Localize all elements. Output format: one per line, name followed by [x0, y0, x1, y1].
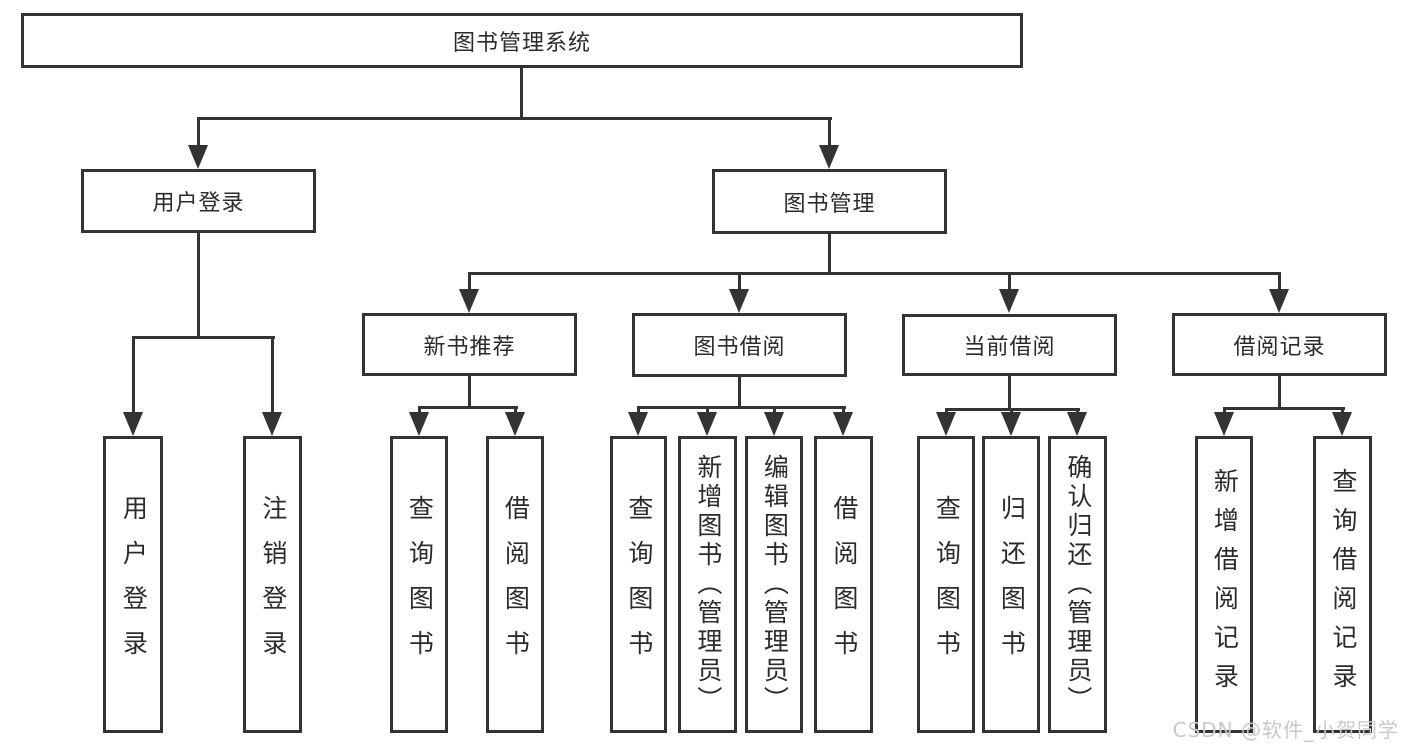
node-book-management: 图书管理 [712, 169, 947, 234]
arrow-down-icon [729, 289, 749, 313]
connector-current-borrow-drop-2 [1010, 408, 1013, 414]
leaf-add-book-admin-label: 新增图书（管理员） [693, 454, 723, 715]
leaf-user-login: 用户登录 [103, 436, 163, 733]
connector-new-book-recommend-stem [468, 376, 471, 406]
leaf-edit-book-admin: 编辑图书（管理员） [745, 436, 803, 733]
node-current-borrow: 当前借阅 [902, 314, 1117, 376]
node-current-borrow-label: 当前借阅 [963, 335, 1056, 360]
leaf-user-login-label: 用户登录 [119, 494, 149, 675]
connector-book-borrow-stem [738, 377, 741, 406]
connector-new-book-recommend-bus [418, 406, 518, 409]
leaf-return-books: 归还图书 [982, 436, 1040, 733]
arrow-down-icon [1269, 289, 1289, 313]
arrow-down-icon [1332, 412, 1352, 436]
connector-current-borrow-drop-1 [945, 408, 948, 414]
connector-borrow-record-bus [1223, 407, 1345, 410]
node-root: 图书管理系统 [21, 13, 1023, 68]
connector-user-login-drop-1 [132, 336, 135, 414]
leaf-rec-borrow-books: 借阅图书 [486, 436, 544, 733]
connector-borrow-record-stem [1278, 376, 1281, 407]
node-book-borrow: 图书借阅 [632, 313, 847, 377]
leaf-borrow-query-books: 查询图书 [610, 436, 667, 733]
arrow-down-icon [819, 145, 839, 169]
arrow-down-icon [459, 289, 479, 313]
connector-user-login-drop-2 [271, 336, 274, 414]
leaf-add-borrow-record: 新增借阅记录 [1195, 436, 1253, 733]
leaf-rec-query-books-label: 查询图书 [405, 494, 435, 675]
node-borrow-record: 借阅记录 [1172, 313, 1387, 376]
connector-current-borrow-drop-3 [1076, 408, 1079, 414]
connector-root-stem [520, 68, 523, 117]
connector-book-management-drop-3 [1008, 272, 1011, 292]
connector-book-borrow-drop-1 [637, 406, 640, 414]
leaf-logout-label: 注销登录 [258, 494, 288, 675]
connector-root-drop-left [197, 117, 200, 145]
node-new-book-recommend-label: 新书推荐 [423, 334, 516, 360]
node-book-management-label: 图书管理 [783, 191, 876, 217]
arrow-down-icon [505, 412, 525, 436]
node-borrow-record-label: 借阅记录 [1233, 334, 1326, 360]
leaf-confirm-return-admin-label: 确认归还（管理员） [1063, 454, 1093, 715]
leaf-query-borrow-record: 查询借阅记录 [1313, 436, 1372, 733]
connector-book-management-drop-2 [738, 272, 741, 292]
leaf-add-borrow-record-label: 新增借阅记录 [1210, 467, 1240, 702]
connector-book-management-bus [468, 272, 1281, 275]
arrow-down-icon [123, 412, 143, 436]
connector-book-management-stem [828, 234, 831, 272]
connector-book-management-drop-4 [1278, 272, 1281, 292]
leaf-rec-borrow-books-label: 借阅图书 [501, 494, 531, 675]
connector-root-bus [197, 117, 832, 120]
leaf-edit-book-admin-label: 编辑图书（管理员） [760, 454, 790, 715]
leaf-rec-query-books: 查询图书 [390, 436, 448, 733]
arrow-down-icon [833, 412, 853, 436]
connector-book-management-drop-1 [468, 272, 471, 292]
leaf-add-book-admin: 新增图书（管理员） [678, 436, 737, 733]
arrow-down-icon [936, 412, 956, 436]
connector-book-borrow-drop-3 [773, 406, 776, 414]
node-user-login-label: 用户登录 [152, 191, 245, 216]
arrow-down-icon [628, 412, 648, 436]
arrow-down-icon [262, 412, 282, 436]
arrow-down-icon [999, 289, 1019, 313]
arrow-down-icon [1214, 412, 1234, 436]
node-book-borrow-label: 图书借阅 [693, 335, 786, 360]
connector-book-borrow-drop-4 [842, 406, 845, 414]
leaf-query-borrow-record-label: 查询借阅记录 [1328, 467, 1358, 702]
leaf-borrow-query-books-label: 查询图书 [624, 494, 654, 675]
connector-new-book-recommend-drop-2 [514, 406, 517, 414]
arrow-down-icon [697, 412, 717, 436]
leaf-logout: 注销登录 [243, 436, 302, 733]
arrow-down-icon [188, 145, 208, 169]
leaf-return-books-label: 归还图书 [997, 494, 1027, 675]
connector-borrow-record-drop-2 [1341, 407, 1344, 414]
arrow-down-icon [1067, 412, 1087, 436]
connector-user-login-bus [132, 336, 275, 339]
arrow-down-icon [764, 412, 784, 436]
arrow-down-icon [1001, 412, 1021, 436]
connector-borrow-record-drop-1 [1223, 407, 1226, 414]
connector-user-login-stem [197, 233, 200, 336]
leaf-current-query-books-label: 查询图书 [932, 494, 962, 675]
connector-current-borrow-stem [1008, 376, 1011, 408]
leaf-confirm-return-admin: 确认归还（管理员） [1048, 436, 1107, 733]
connector-root-drop-right [828, 117, 831, 145]
arrow-down-icon [409, 412, 429, 436]
leaf-borrow-books-label: 借阅图书 [829, 494, 859, 675]
csdn-watermark: CSDN @软件_小贺同学 [1172, 718, 1399, 742]
connector-new-book-recommend-drop-1 [418, 406, 421, 414]
leaf-current-query-books: 查询图书 [917, 436, 975, 733]
node-root-label: 图书管理系统 [452, 30, 591, 56]
connector-book-borrow-drop-2 [706, 406, 709, 414]
node-user-login: 用户登录 [81, 169, 316, 233]
connector-book-borrow-bus [637, 406, 846, 409]
leaf-borrow-books: 借阅图书 [814, 436, 873, 733]
node-new-book-recommend: 新书推荐 [362, 313, 577, 376]
